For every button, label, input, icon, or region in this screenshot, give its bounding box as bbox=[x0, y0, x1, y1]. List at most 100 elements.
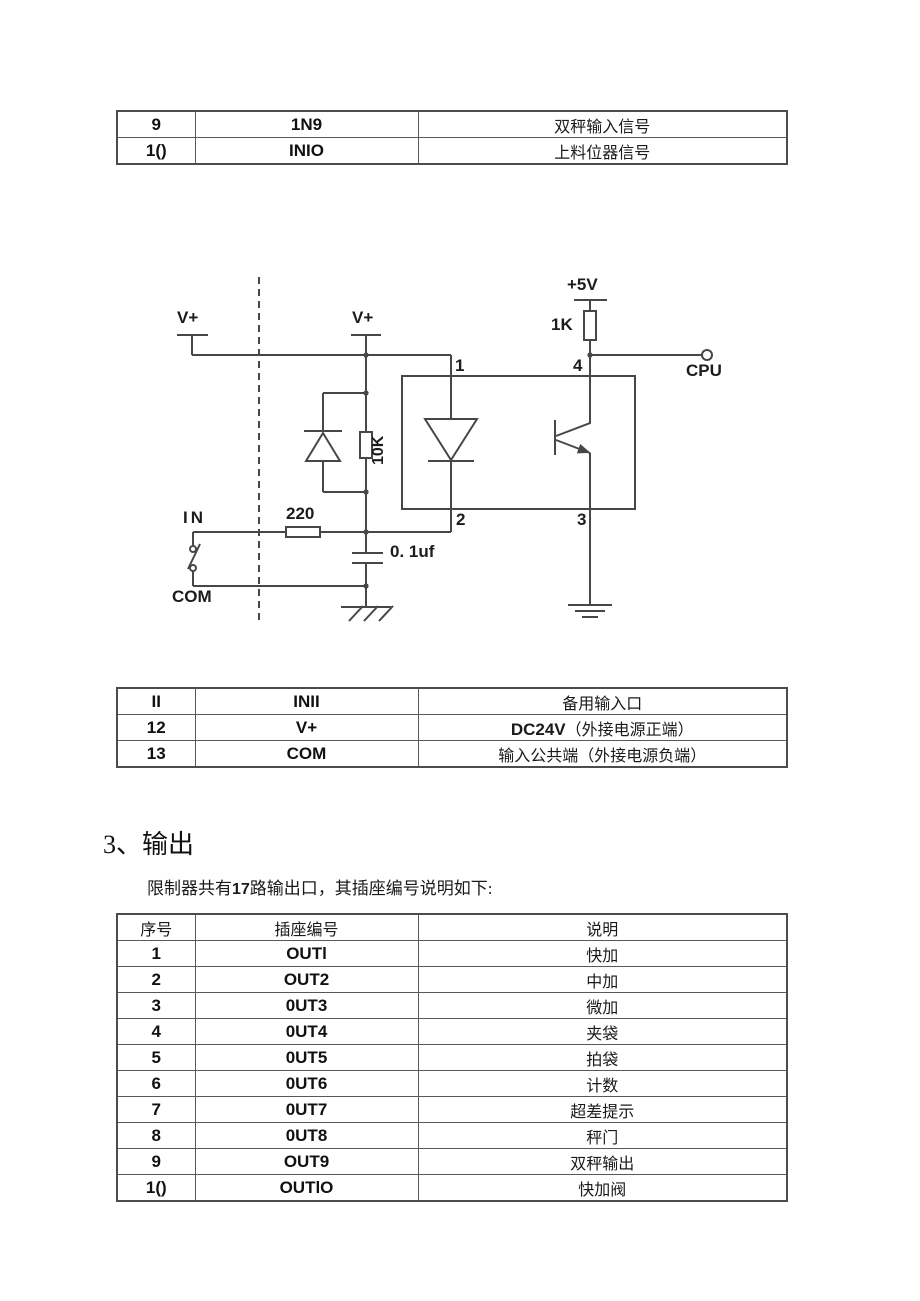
table-cell: 9 bbox=[116, 110, 196, 138]
table-header-cell: 插座编号 bbox=[194, 913, 419, 941]
plus5v-rail bbox=[574, 299, 607, 311]
table-cell: 7 bbox=[116, 1096, 196, 1123]
capacitor-icon bbox=[352, 552, 383, 564]
table-cell: OUT9 bbox=[194, 1148, 419, 1175]
input-circuit-diagram bbox=[177, 277, 713, 625]
table-cell: II bbox=[116, 687, 196, 715]
pin3-label: 3 bbox=[577, 510, 587, 529]
table-cell: 9 bbox=[116, 1148, 196, 1175]
vplus-mid-branch bbox=[351, 334, 381, 586]
table-cell: 5 bbox=[116, 1044, 196, 1071]
intro-count: 17 bbox=[232, 881, 250, 898]
phototransistor-icon bbox=[554, 340, 591, 605]
section-heading: 3、输出 bbox=[103, 830, 195, 859]
resistor-220-label: 220 bbox=[286, 504, 315, 523]
table-cell: 3 bbox=[116, 992, 196, 1019]
table-cell: 夹袋 bbox=[417, 1018, 788, 1045]
table-cell: 1N9 bbox=[194, 110, 419, 138]
intro-text: 限制器共有 bbox=[147, 879, 232, 898]
switch-contact-bottom bbox=[189, 564, 197, 572]
table-cell: 4 bbox=[116, 1018, 196, 1045]
table-cell: 12 bbox=[116, 714, 196, 741]
in-label: IN bbox=[183, 508, 206, 527]
table-cell: 上料位器信号 bbox=[417, 137, 788, 165]
table-cell: 微加 bbox=[417, 992, 788, 1019]
table-cell: 1 bbox=[116, 940, 196, 967]
table-header-row: 序号插座编号说明 bbox=[116, 913, 788, 941]
table-cell: 2 bbox=[116, 966, 196, 993]
table-cell: OUT2 bbox=[194, 966, 419, 993]
table-cell: 0UT6 bbox=[194, 1070, 419, 1097]
table-cell: 0UT7 bbox=[194, 1096, 419, 1123]
table-cell: 0UT8 bbox=[194, 1122, 419, 1149]
resistor-220 bbox=[285, 526, 321, 538]
cpu-label: CPU bbox=[686, 361, 722, 380]
resistor-1k-label: 1K bbox=[551, 315, 573, 334]
table-cell: COM bbox=[194, 740, 419, 768]
intro-text-suffix: 路输出口，其插座编号说明如下: bbox=[249, 879, 493, 898]
pin2-label: 2 bbox=[456, 510, 466, 529]
resistor-10k-label: 10K bbox=[370, 435, 387, 465]
table-cell: V+ bbox=[194, 714, 419, 741]
table-cell: 0UT3 bbox=[194, 992, 419, 1019]
table-cell: 中加 bbox=[417, 966, 788, 993]
table-cell: 快加 bbox=[417, 940, 788, 967]
table-cell: 拍袋 bbox=[417, 1044, 788, 1071]
input-switch-icon bbox=[187, 532, 201, 586]
pin1-label: 1 bbox=[455, 356, 465, 375]
table-cell: 13 bbox=[116, 740, 196, 768]
emitter-arrow bbox=[576, 443, 591, 454]
table-cell: OUTlO bbox=[194, 1174, 419, 1202]
table-cell: 秤门 bbox=[417, 1122, 788, 1149]
table-header-cell: 序号 bbox=[116, 913, 196, 941]
vplus-left-label: V+ bbox=[177, 308, 199, 327]
table-cell: 1() bbox=[116, 137, 196, 165]
table-cell: 双秤输入信号 bbox=[417, 110, 788, 138]
table-cell: 6 bbox=[116, 1070, 196, 1097]
optocoupler-box bbox=[401, 375, 636, 510]
table-cell: 超差提示 bbox=[417, 1096, 788, 1123]
protection-diode-icon bbox=[304, 431, 342, 462]
table-cell: 计数 bbox=[417, 1070, 788, 1097]
vplus-wire bbox=[192, 354, 452, 419]
table-cell: 8 bbox=[116, 1122, 196, 1149]
vplus-mid-label: V+ bbox=[352, 308, 374, 327]
switch-contact-top bbox=[189, 545, 197, 553]
capacitor-label: 0. 1uf bbox=[390, 542, 435, 561]
table-cell: 1() bbox=[116, 1174, 196, 1202]
pin4-label: 4 bbox=[573, 356, 583, 375]
table-cell: 快加阀 bbox=[417, 1174, 788, 1202]
table-cell: 0UT5 bbox=[194, 1044, 419, 1071]
vplus-left-terminal bbox=[177, 334, 208, 355]
protection-diode-wires bbox=[304, 392, 366, 432]
section-intro: 限制器共有17路输出口，其插座编号说明如下: bbox=[147, 874, 493, 899]
table-cell: OUTl bbox=[194, 940, 419, 967]
led-icon bbox=[423, 418, 479, 462]
cpu-terminal bbox=[701, 349, 713, 361]
table-cell: INII bbox=[194, 687, 419, 715]
table-cell: 备用输入口 bbox=[417, 687, 788, 715]
resistor-1k bbox=[583, 310, 597, 341]
earth-ground-icon bbox=[568, 604, 612, 618]
chassis-ground-icon bbox=[341, 586, 394, 622]
table-header-cell: 说明 bbox=[417, 913, 788, 941]
